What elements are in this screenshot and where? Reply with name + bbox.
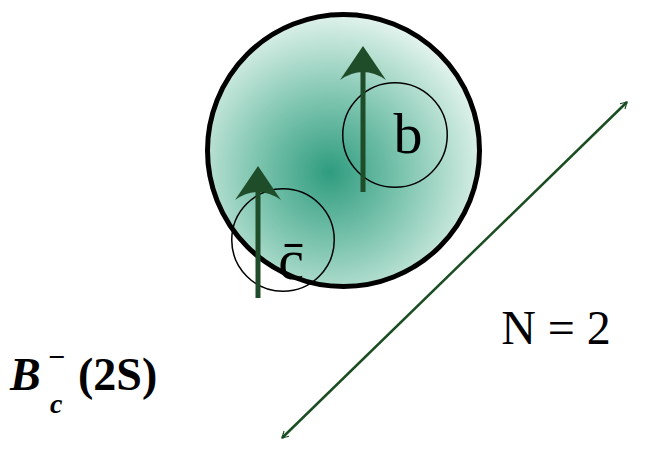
meson-superscript: − (48, 342, 65, 372)
meson-state: (2S) (78, 352, 157, 398)
spin-arrow (235, 166, 281, 298)
meson-circle-outline (205, 12, 482, 289)
quantum-number-label: N = 2 (501, 304, 611, 352)
meson-circle: Bc−(2S)bc̄ (205, 12, 482, 289)
antiquark-circle: c̄ (231, 188, 335, 292)
quark-label: b (394, 105, 423, 163)
double-arrow-line (282, 102, 627, 438)
quark-circle: b (342, 82, 448, 188)
antiquark-label: c̄ (278, 231, 304, 289)
meson-subscript: c (50, 390, 62, 418)
spin-arrow (340, 46, 386, 192)
meson-symbol: B (10, 352, 41, 398)
